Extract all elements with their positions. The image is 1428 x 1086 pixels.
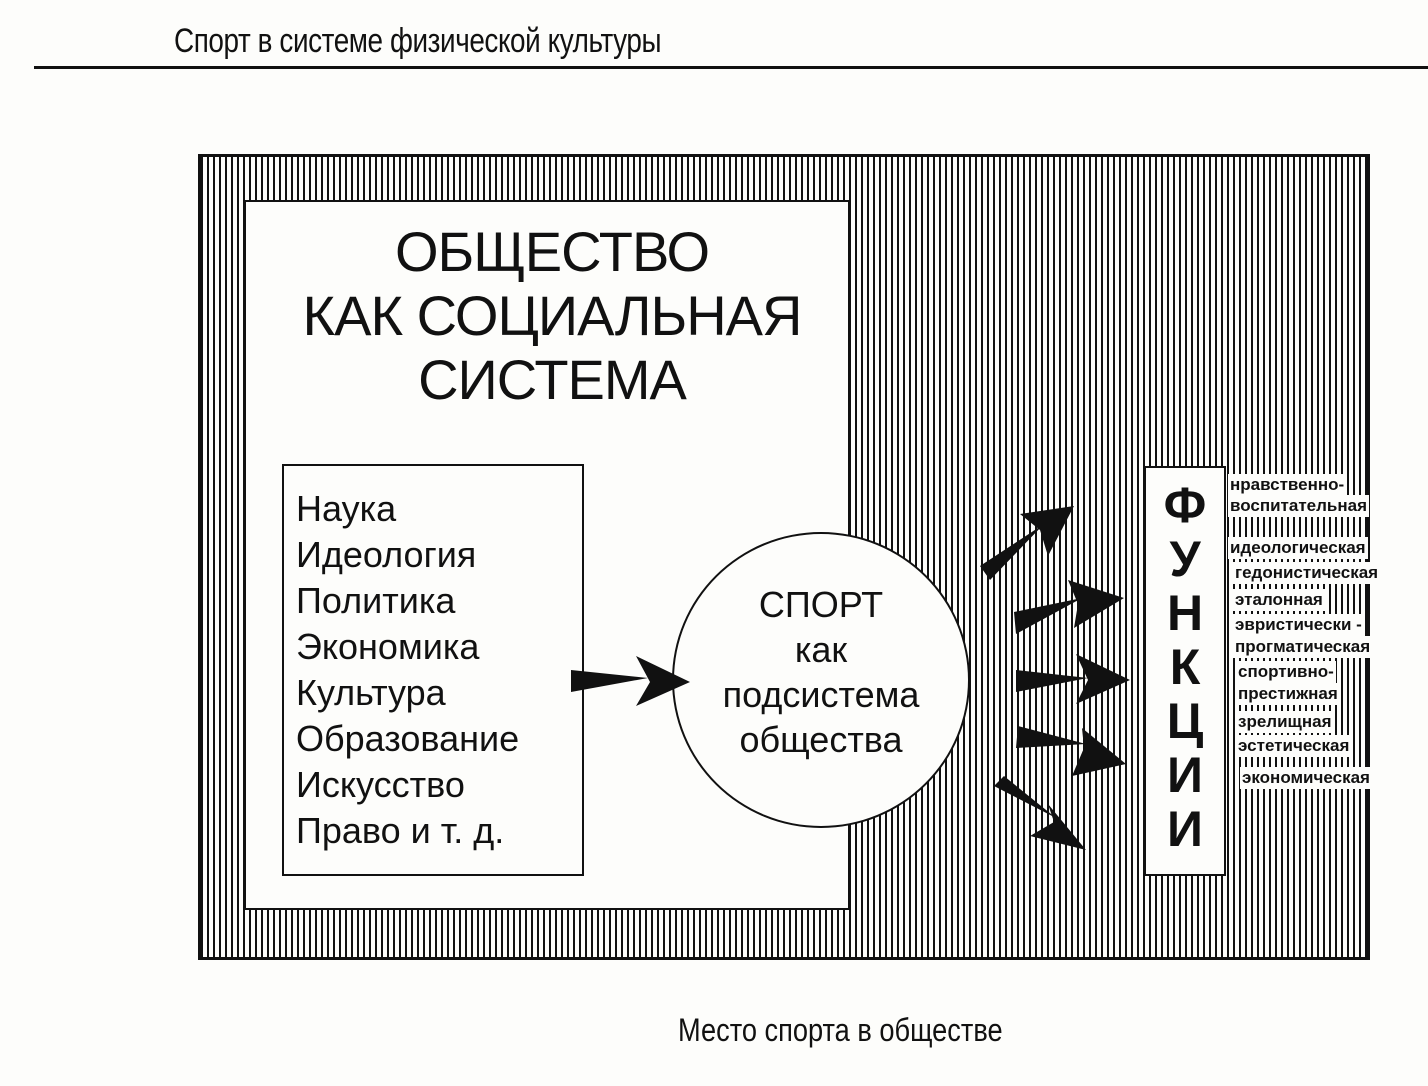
sphere-item: Политика	[296, 580, 456, 621]
spheres-list: Наука Идеология Политика Экономика Культ…	[296, 486, 519, 854]
sport-circle	[672, 532, 970, 828]
functions-title: Ф У Н К Ц И И	[1144, 478, 1226, 856]
functions-letter: У	[1169, 531, 1201, 587]
spheres-box	[282, 464, 584, 876]
figure-caption: Место спорта в обществе	[678, 1012, 1003, 1048]
page-header: Спорт в системе физической культуры	[174, 22, 662, 60]
functions-letter: И	[1167, 801, 1203, 857]
sphere-item: Идеология	[296, 534, 477, 575]
sport-text-line: общества	[739, 719, 903, 760]
society-title-line: КАК СОЦИАЛЬНАЯ	[302, 284, 803, 347]
sphere-item: Культура	[296, 672, 446, 713]
function-label: спортивно-	[1236, 661, 1336, 683]
sphere-item: Образование	[296, 718, 520, 759]
function-label: престижная	[1236, 683, 1340, 705]
function-label: нравственно-	[1228, 474, 1347, 496]
header-rule	[34, 66, 1428, 69]
function-label: гедонистическая	[1233, 562, 1381, 584]
sphere-item: Экономика	[296, 626, 480, 667]
function-label: эталонная	[1233, 589, 1325, 611]
sport-text-line: как	[794, 629, 848, 670]
function-label: экономическая	[1240, 767, 1372, 789]
functions-letter: Н	[1166, 585, 1204, 641]
function-label: эстетическая	[1236, 735, 1352, 757]
function-label: эвристически -	[1233, 614, 1364, 636]
function-label: прогматическая	[1233, 636, 1373, 658]
function-label: воспитательная	[1228, 495, 1370, 517]
sport-text: СПОРТ как подсистема общества	[672, 582, 970, 762]
functions-letter: К	[1169, 639, 1201, 695]
functions-letter: Ц	[1166, 693, 1204, 749]
sphere-item: Право и т. д.	[296, 810, 505, 851]
sphere-item: Наука	[296, 488, 397, 529]
society-title-line: СИСТЕМА	[418, 348, 687, 411]
functions-box	[1144, 466, 1226, 876]
society-title-line: ОБЩЕСТВО	[395, 220, 710, 283]
sport-text-line: подсистема	[722, 674, 920, 715]
functions-letter: Ф	[1163, 477, 1207, 533]
functions-letter: И	[1167, 747, 1203, 803]
sport-text-line: СПОРТ	[758, 584, 884, 625]
function-label: идеологическая	[1228, 537, 1368, 559]
sphere-item: Искусство	[296, 764, 465, 805]
function-label: зрелищная	[1236, 711, 1334, 733]
society-title: ОБЩЕСТВО КАК СОЦИАЛЬНАЯ СИСТЕМА	[244, 220, 860, 412]
